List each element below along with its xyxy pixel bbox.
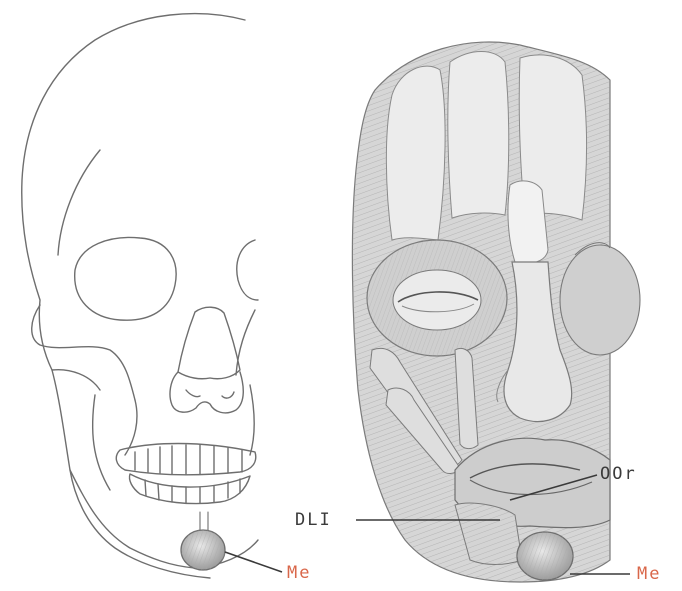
skull-left-orbit [75, 237, 176, 320]
skull-drawing [22, 14, 258, 578]
dli-label: DLI [295, 512, 332, 529]
skull-zygoma [32, 305, 135, 400]
skull-temporal-line [58, 150, 100, 255]
skull-lower-teeth [129, 474, 250, 504]
skull-me-label: Me [287, 565, 311, 582]
skull-nasal-bone [178, 307, 240, 379]
skull-right-orbit [237, 240, 258, 300]
frontalis-muscle [386, 52, 586, 241]
skull-mentalis-area [181, 530, 225, 570]
face-me-label: Me [637, 566, 661, 583]
face-muscle-drawing [352, 42, 640, 582]
procerus-muscle [508, 181, 548, 264]
skull-cranium-outline [22, 14, 245, 578]
skull-me-leader [225, 552, 282, 572]
oor-label: OOr [600, 466, 637, 483]
